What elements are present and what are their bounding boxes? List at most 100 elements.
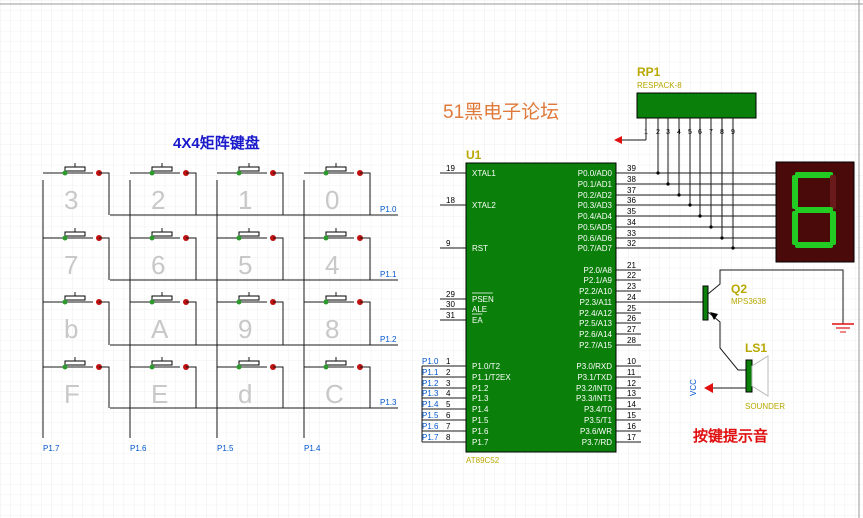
mcu-pin-number: 37 [627,186,636,195]
key-pin-dot [62,170,68,176]
p1-net-label: P1.1 [422,368,439,377]
key-label: C [325,379,344,409]
ls1-ref: LS1 [745,341,767,355]
mcu-pin-name: P2.1/A9 [584,276,613,285]
key-cap [64,166,86,172]
key-row-lead [360,172,371,215]
mcu-pin-number: 33 [627,229,636,238]
key-pin-dot [323,235,329,241]
key-label: F [64,379,80,409]
mcu-pin-number: 22 [627,271,636,280]
key-row-lead [360,237,371,280]
mcu-pin-name: P2.7/A15 [579,341,612,350]
mcu-pin-number: 11 [627,368,636,377]
mcu-pin-number: 23 [627,282,636,291]
mcu-pin-name: P0.0/AD0 [578,169,613,178]
buzzer-title: 按键提示音 [693,427,768,445]
junction-dot [656,171,660,175]
key-switch: 3 [43,163,110,215]
q2-collector-lead [707,311,748,371]
mcu-pin-name: P2.3/A11 [580,298,613,307]
mcu-pin-name: P2.2/A10 [579,287,612,296]
key-label: 7 [64,250,78,280]
p1-net-label: P1.3 [422,389,439,398]
key-switch: 6 [130,228,197,280]
mcu-pin-number: 24 [627,293,636,302]
mcu-pin-number: 13 [627,389,636,398]
q2-emitter-lead [707,269,844,320]
mcu-pin-name: P0.3/AD3 [578,201,613,210]
mcu-pin-number: 34 [627,218,636,227]
junction-dot [688,203,692,207]
mcu-pin-number: 6 [446,411,451,420]
key-cap [238,231,260,237]
seven-segment-display: 6 [775,161,855,263]
speaker-cone [751,355,769,397]
mcu-pin-name: P2.6/A14 [579,330,612,339]
mcu-pin-name: P1.1/T2EX [472,373,511,382]
key-row-lead [99,237,110,280]
rp-ref: RP1 [637,65,661,79]
key-switch: 5 [217,228,284,280]
key-cap [64,360,86,366]
key-switch: F [43,357,110,409]
mcu-pin-name: P0.6/AD6 [578,234,613,243]
key-label: E [151,379,168,409]
key-switch: d [217,357,284,409]
mcu-pin-number: 12 [627,379,636,388]
mcu-pin-name: P2.5/A13 [579,319,612,328]
mcu-pin-number: 31 [446,311,455,320]
mcu-pin-name: P3.1/TXD [577,373,612,382]
mcu-pin-number: 14 [627,400,636,409]
mcu-pin-name: P0.7/AD7 [578,244,613,253]
mcu-pin-number: 25 [627,304,636,313]
mcu-pin-number: 35 [627,207,636,216]
mcu-pin-number: 38 [627,175,636,184]
junction-dot [709,225,713,229]
key-row-lead [273,172,284,215]
key-cap [64,231,86,237]
mcu-pin-number: 9 [446,239,451,248]
mcu-ref: U1 [466,148,482,162]
key-label: b [64,314,78,344]
key-pin-dot [323,299,329,305]
p1-net-label: P1.0 [422,357,439,366]
key-cap [151,166,173,172]
mcu-pin-name: ALE [472,305,487,314]
mcu-pin-name: P1.7 [472,438,489,447]
vcc-arrow [704,383,713,393]
mcu-pin-number: 30 [446,300,455,309]
key-cap [151,295,173,301]
key-switch: 4 [304,228,371,280]
key-pin-dot [149,364,155,370]
mcu-pin-name: P2.4/A12 [579,309,612,318]
mcu-pin-number: 18 [446,196,455,205]
mcu-pin-number: 32 [627,239,636,248]
mcu-pin-name: P3.0/RXD [576,362,612,371]
mcu-pin-name: P2.0/A8 [584,266,613,275]
key-switch: C [304,357,371,409]
mcu-pin-number: 4 [446,389,451,398]
key-pin-dot [323,170,329,176]
key-cap [238,360,260,366]
rp-vcc-arrow [614,136,622,144]
key-pin-dot [62,235,68,241]
mcu-pin-name: P3.2/INT0 [576,384,613,393]
key-label: 8 [325,314,339,344]
key-cap [325,231,347,237]
key-pin-dot [236,299,242,305]
vcc-label: VCC [689,379,698,396]
mcu-pin-name: P3.5/T1 [584,416,613,425]
key-row-lead [273,237,284,280]
q2-ref: Q2 [731,282,747,296]
key-pin-dot [149,235,155,241]
mcu-pin-name: EA [472,316,483,325]
mcu-pin-number: 8 [446,433,451,442]
key-switch: 9 [217,292,284,345]
p1-net-label: P1.7 [422,433,439,442]
junction-dot [731,246,735,250]
key-row-lead [186,366,197,408]
mcu-pin-name: P3.3/INT1 [576,394,613,403]
